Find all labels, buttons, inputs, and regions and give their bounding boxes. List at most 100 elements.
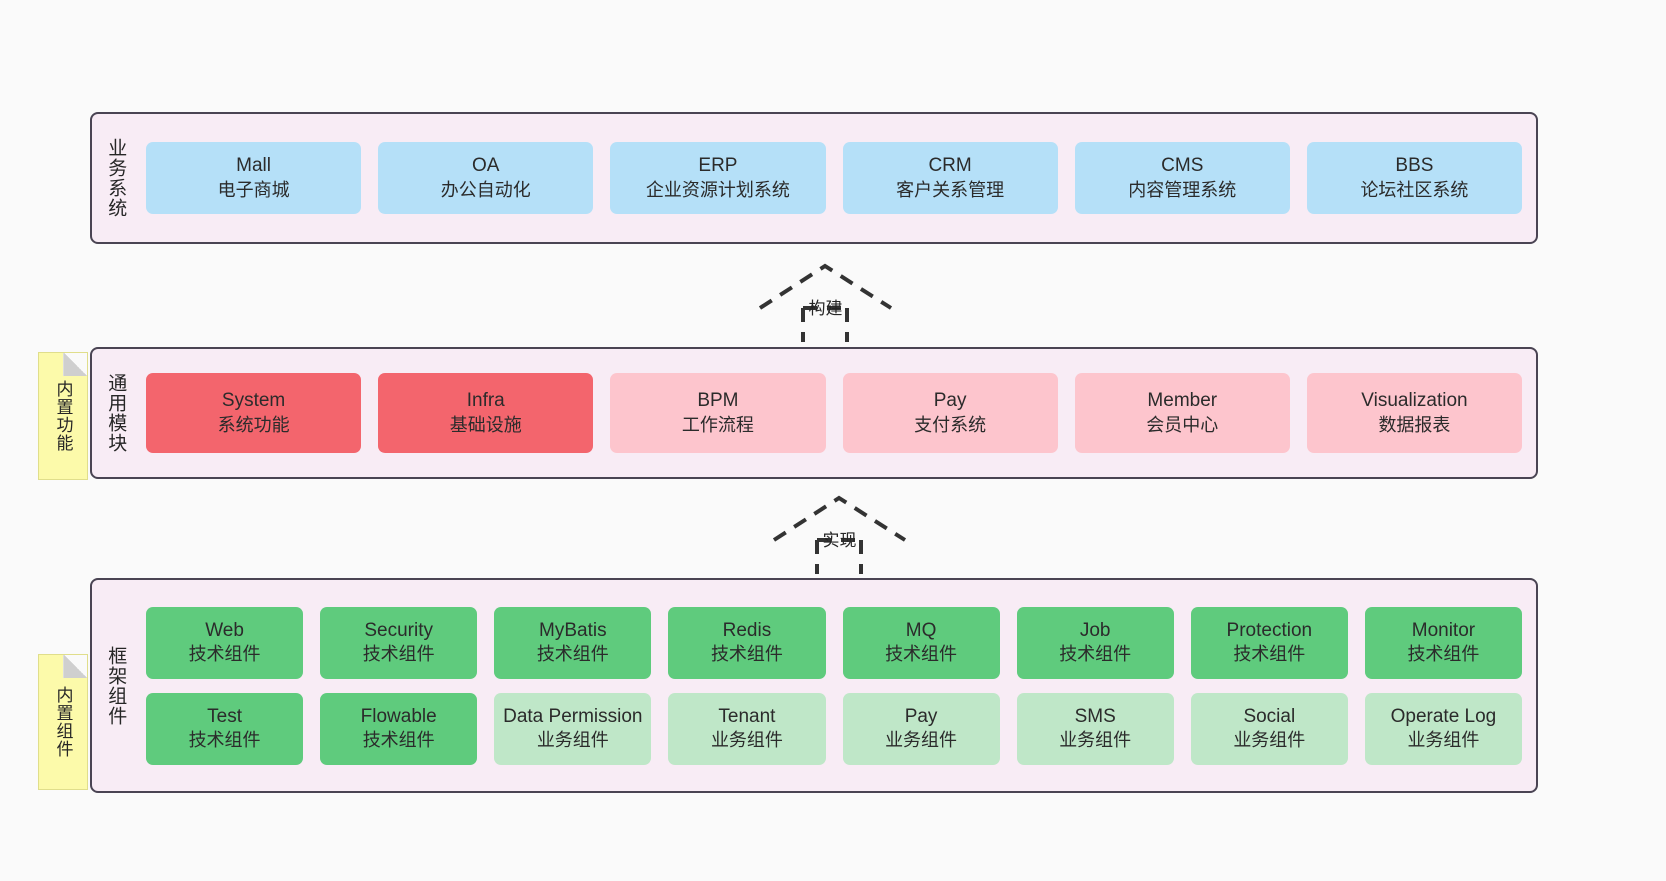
card-subtitle: 技术组件 bbox=[1059, 644, 1132, 665]
common-card-visualization[interactable]: Visualization 数据报表 bbox=[1306, 373, 1523, 453]
card-title: Job bbox=[1079, 619, 1111, 641]
connector-implement: 实现 bbox=[762, 490, 917, 574]
card-title: OA bbox=[472, 155, 500, 177]
framework-card-job[interactable]: Job 技术组件 bbox=[1016, 606, 1174, 679]
card-subtitle: 技术组件 bbox=[536, 644, 609, 665]
framework-card-redis[interactable]: Redis 技术组件 bbox=[668, 606, 826, 679]
card-subtitle: 办公自动化 bbox=[440, 179, 531, 200]
connector-shaft-icon bbox=[801, 306, 849, 342]
card-title: Visualization bbox=[1361, 390, 1468, 412]
business-card-crm[interactable]: CRM 客户关系管理 bbox=[842, 142, 1058, 214]
card-subtitle: 支付系统 bbox=[914, 414, 987, 435]
card-subtitle: 系统功能 bbox=[217, 414, 290, 435]
business-card-mall[interactable]: Mall 电子商城 bbox=[146, 142, 362, 214]
business-card-erp[interactable]: ERP 企业资源计划系统 bbox=[610, 142, 826, 214]
framework-card-tenant[interactable]: Tenant 业务组件 bbox=[668, 692, 826, 765]
card-subtitle: 技术组件 bbox=[188, 644, 261, 665]
card-subtitle: 技术组件 bbox=[362, 644, 435, 665]
card-subtitle: 技术组件 bbox=[1233, 644, 1306, 665]
layer-business-system: 业务系统 Mall 电子商城 OA 办公自动化 ERP 企业资源计划系统 CRM bbox=[90, 112, 1538, 244]
framework-card-pay[interactable]: Pay 业务组件 bbox=[842, 692, 1000, 765]
card-title: MQ bbox=[905, 619, 937, 641]
common-card-infra[interactable]: Infra 基础设施 bbox=[378, 373, 594, 453]
framework-card-operate-log[interactable]: Operate Log 业务组件 bbox=[1364, 692, 1522, 765]
card-subtitle: 数据报表 bbox=[1378, 414, 1451, 435]
note-builtin-component: 内置组件 bbox=[38, 654, 88, 790]
card-subtitle: 技术组件 bbox=[710, 644, 783, 665]
connector-shaft-icon bbox=[815, 538, 863, 574]
card-title: System bbox=[221, 390, 286, 412]
layer-framework-component-title: 框架组件 bbox=[105, 645, 127, 726]
card-subtitle: 企业资源计划系统 bbox=[645, 179, 790, 200]
card-title: BPM bbox=[697, 390, 739, 412]
card-subtitle: 会员中心 bbox=[1146, 414, 1219, 435]
framework-card-mybatis[interactable]: MyBatis 技术组件 bbox=[494, 606, 652, 679]
note-builtin-function: 内置功能 bbox=[38, 352, 88, 480]
layer-common-module-body: System 系统功能 Infra 基础设施 BPM 工作流程 Pay 支付系统… bbox=[138, 349, 1536, 477]
common-card-system[interactable]: System 系统功能 bbox=[146, 373, 362, 453]
framework-card-data-permission[interactable]: Data Permission 业务组件 bbox=[494, 692, 652, 765]
card-subtitle: 业务组件 bbox=[536, 730, 609, 751]
note-builtin-function-text: 内置功能 bbox=[53, 380, 73, 452]
common-card-member[interactable]: Member 会员中心 bbox=[1074, 373, 1290, 453]
card-title: Monitor bbox=[1411, 619, 1476, 641]
card-title: Tenant bbox=[718, 705, 776, 727]
card-title: MyBatis bbox=[539, 619, 607, 641]
card-title: Pay bbox=[904, 705, 938, 727]
business-card-bbs[interactable]: BBS 论坛社区系统 bbox=[1306, 142, 1523, 214]
framework-card-test[interactable]: Test 技术组件 bbox=[146, 692, 304, 765]
card-subtitle: 业务组件 bbox=[885, 730, 958, 751]
layer-framework-component: 框架组件 Web 技术组件 Security 技术组件 MyBatis 技术组件… bbox=[90, 578, 1538, 793]
business-card-cms[interactable]: CMS 内容管理系统 bbox=[1074, 142, 1290, 214]
framework-card-protection[interactable]: Protection 技术组件 bbox=[1190, 606, 1348, 679]
card-subtitle: 业务组件 bbox=[1407, 730, 1480, 751]
framework-card-sms[interactable]: SMS 业务组件 bbox=[1016, 692, 1174, 765]
card-title: ERP bbox=[698, 155, 738, 177]
card-title: Mall bbox=[236, 155, 271, 177]
card-title: Data Permission bbox=[503, 705, 643, 727]
card-title: Protection bbox=[1226, 619, 1313, 641]
card-subtitle: 技术组件 bbox=[1407, 644, 1480, 665]
card-subtitle: 技术组件 bbox=[362, 730, 435, 751]
card-subtitle: 业务组件 bbox=[1233, 730, 1306, 751]
connector-build: 构建 bbox=[748, 258, 903, 342]
layer-framework-component-body: Web 技术组件 Security 技术组件 MyBatis 技术组件 Redi… bbox=[138, 580, 1536, 791]
framework-card-flowable[interactable]: Flowable 技术组件 bbox=[320, 692, 478, 765]
card-subtitle: 业务组件 bbox=[1059, 730, 1132, 751]
layer-business-system-title: 业务系统 bbox=[105, 138, 127, 218]
framework-card-monitor[interactable]: Monitor 技术组件 bbox=[1364, 606, 1522, 679]
card-subtitle: 基础设施 bbox=[449, 414, 522, 435]
connector-build-label: 构建 bbox=[808, 299, 843, 318]
card-subtitle: 客户关系管理 bbox=[896, 179, 1005, 200]
framework-card-social[interactable]: Social 业务组件 bbox=[1190, 692, 1348, 765]
common-card-bpm[interactable]: BPM 工作流程 bbox=[610, 373, 826, 453]
card-subtitle: 技术组件 bbox=[885, 644, 958, 665]
card-title: Web bbox=[205, 619, 244, 641]
card-title: CMS bbox=[1161, 155, 1204, 177]
framework-card-mq[interactable]: MQ 技术组件 bbox=[842, 606, 1000, 679]
card-title: Pay bbox=[933, 390, 967, 412]
card-subtitle: 工作流程 bbox=[681, 414, 754, 435]
business-card-oa[interactable]: OA 办公自动化 bbox=[378, 142, 594, 214]
layer-business-system-body: Mall 电子商城 OA 办公自动化 ERP 企业资源计划系统 CRM 客户关系… bbox=[138, 114, 1536, 242]
framework-card-web[interactable]: Web 技术组件 bbox=[146, 606, 304, 679]
card-title: Redis bbox=[722, 619, 772, 641]
card-title: Member bbox=[1147, 390, 1218, 412]
card-title: BBS bbox=[1395, 155, 1434, 177]
card-title: Infra bbox=[466, 390, 505, 412]
card-subtitle: 内容管理系统 bbox=[1128, 179, 1237, 200]
card-subtitle: 电子商城 bbox=[217, 179, 290, 200]
business-system-row: Mall 电子商城 OA 办公自动化 ERP 企业资源计划系统 CRM 客户关系… bbox=[146, 142, 1523, 214]
card-subtitle: 技术组件 bbox=[188, 730, 261, 751]
layer-common-module: 通用模块 System 系统功能 Infra 基础设施 BPM 工作流程 Pay bbox=[90, 347, 1538, 479]
card-title: Operate Log bbox=[1390, 705, 1497, 727]
layer-common-module-title: 通用模块 bbox=[105, 373, 127, 453]
card-subtitle: 业务组件 bbox=[710, 730, 783, 751]
card-title: CRM bbox=[928, 155, 972, 177]
card-title: Security bbox=[364, 619, 433, 641]
common-card-pay[interactable]: Pay 支付系统 bbox=[842, 373, 1058, 453]
framework-card-security[interactable]: Security 技术组件 bbox=[320, 606, 478, 679]
generalization-arrowhead-icon bbox=[758, 263, 893, 310]
connector-implement-label: 实现 bbox=[822, 531, 857, 550]
